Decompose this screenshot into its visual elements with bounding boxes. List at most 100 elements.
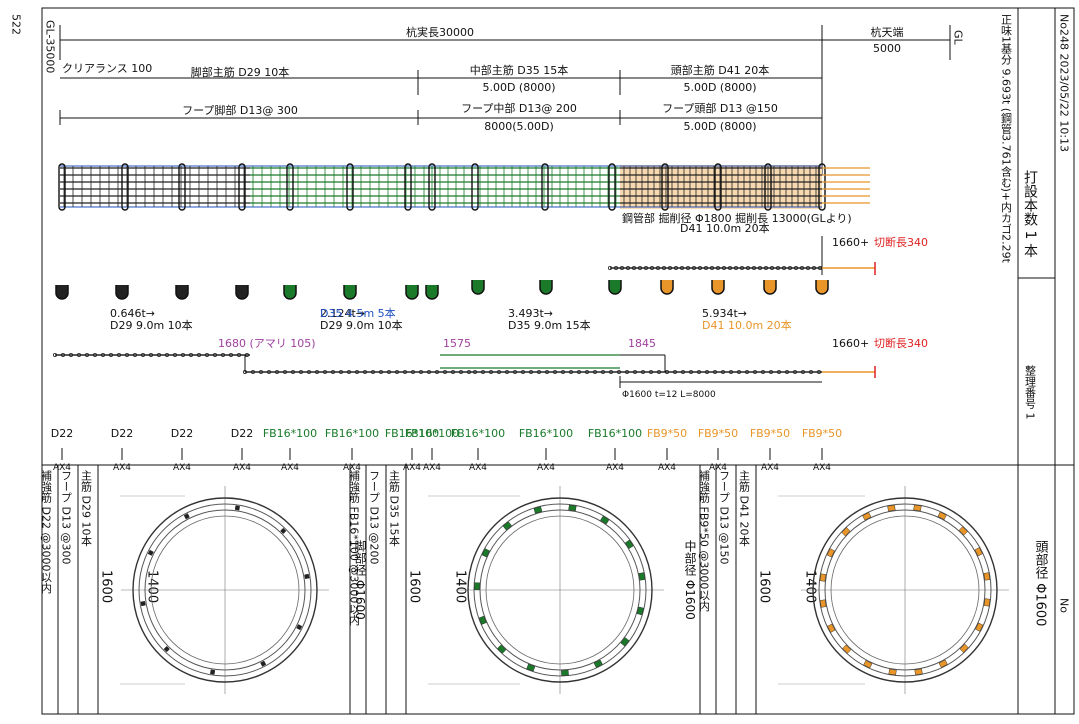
bead-dot (537, 369, 542, 374)
bead-dot (697, 369, 702, 374)
bead-dot (722, 265, 727, 270)
section-main-bar (481, 548, 490, 558)
section-circle (138, 503, 312, 677)
gl-left-label: GL-35000 (44, 20, 57, 73)
bead-dot (488, 369, 493, 374)
bead-dot (673, 369, 678, 374)
bead-dot (220, 352, 225, 357)
weight-1: 2.124t→ (320, 307, 365, 320)
stiffener-labels: D22AX4D22AX4D22AX4D22AX4FB16*100AX4FB16*… (51, 427, 842, 473)
bead-dot (236, 352, 241, 357)
stiffener-label: FB9*50 (750, 427, 790, 440)
cage-stiffener-ring (178, 163, 186, 211)
stiffener-label: D22 (111, 427, 133, 440)
section-main-bar-label: 主筋 D35 15本 (388, 470, 401, 547)
section-main-bar (887, 504, 896, 512)
bar-hook (405, 285, 419, 300)
stiffener-label: FB16*100 (263, 427, 317, 440)
bead-bar-row2 (53, 352, 822, 374)
section-main-bar (183, 513, 190, 520)
overlay-1: D35 4.5m 5本 (320, 306, 396, 320)
bead-dot (632, 265, 637, 270)
bead-dot (764, 265, 769, 270)
section-main-bar (260, 660, 267, 667)
section-main-bar (842, 644, 852, 654)
bead-dot (378, 369, 383, 374)
bar-hook (539, 280, 553, 295)
bead-dot (274, 369, 279, 374)
ax-label: AX4 (343, 463, 361, 473)
drawing-frame (41, 7, 1075, 715)
bead-dot (740, 265, 745, 270)
bead-dot (633, 369, 638, 374)
ax-label: AX4 (658, 463, 676, 473)
section-hoop-label: フープ D13 @150 (718, 470, 731, 564)
section-main-bar (474, 582, 480, 591)
bead-dot (394, 369, 399, 374)
bead-dot (656, 265, 661, 270)
page-number: 522 (10, 14, 23, 35)
bar-hook (425, 285, 439, 300)
stiffener-label: FB16*100 (451, 427, 505, 440)
section-main-bar (620, 637, 630, 647)
clearance-label: クリアランス 100 (62, 62, 152, 75)
bead-dot (716, 265, 721, 270)
bead-dot (761, 369, 766, 374)
bead-dot (817, 369, 822, 374)
bar-hook (235, 285, 249, 300)
section-outer-circle (812, 497, 998, 683)
bead-dot (101, 352, 106, 357)
bead-dot (156, 352, 161, 357)
bar-hook (55, 285, 69, 300)
ax-label: AX4 (173, 463, 191, 473)
hoop-leg-label: フープ脚部 D13@ 300 (182, 103, 298, 117)
section-circle (473, 503, 647, 677)
bead-dot (109, 352, 114, 357)
pile-length-label: 杭実長30000 (406, 25, 474, 39)
ax-label: AX4 (423, 463, 441, 473)
bead-dot (346, 369, 351, 374)
bead-dot (745, 369, 750, 374)
section-inner-dim: 1400 (145, 570, 160, 603)
bead-dot (306, 369, 311, 374)
bead-dot (782, 265, 787, 270)
bead-dot (362, 369, 367, 374)
bar-hook (115, 285, 129, 300)
bar-0: D29 9.0m 10本 (110, 318, 193, 332)
section-main-bar (600, 515, 610, 525)
bead-dot (553, 369, 558, 374)
bead-dot (758, 265, 763, 270)
hoop-label-c: 1845 (628, 337, 656, 350)
section-main-bar (938, 659, 948, 668)
bar-hook (175, 285, 189, 300)
section-circle (830, 515, 980, 665)
cage-stiffener-ring (404, 163, 412, 211)
bead-dot (204, 352, 209, 357)
bar-hook-symbols (55, 280, 829, 300)
bead-dot (620, 265, 625, 270)
cage-stiffener-ring (541, 163, 549, 211)
bead-dot (513, 369, 518, 374)
cage-stiffener-ring (608, 163, 616, 211)
bar-1: D29 9.0m 10本 (320, 318, 403, 332)
bead-dot (354, 369, 359, 374)
bead-dot (746, 265, 751, 270)
hoop-mid-label: フープ中部 D13@ 200 (461, 101, 577, 115)
section-circle (150, 515, 300, 665)
bead-dot (686, 265, 691, 270)
bead-dot (753, 369, 758, 374)
cage-stiffener-ring (238, 163, 246, 211)
section-main-bar (502, 521, 512, 531)
bead-dot (812, 265, 817, 270)
section-diameter-label: 脚部径 Φ1600 (353, 539, 367, 620)
bead-dot (721, 369, 726, 374)
stiffener-label: FB9*50 (802, 427, 842, 440)
cage-stiffener-ring (58, 163, 66, 211)
section-main-bar (959, 643, 969, 653)
pile-count: 打設本数 1 本 (1022, 169, 1038, 258)
section-main-bar (827, 623, 836, 633)
section-stiffener-label: 補強筋 D22 @3000以内 (40, 470, 53, 594)
bead-dot (386, 369, 391, 374)
ax-label: AX4 (537, 463, 555, 473)
bead-dot (806, 265, 811, 270)
